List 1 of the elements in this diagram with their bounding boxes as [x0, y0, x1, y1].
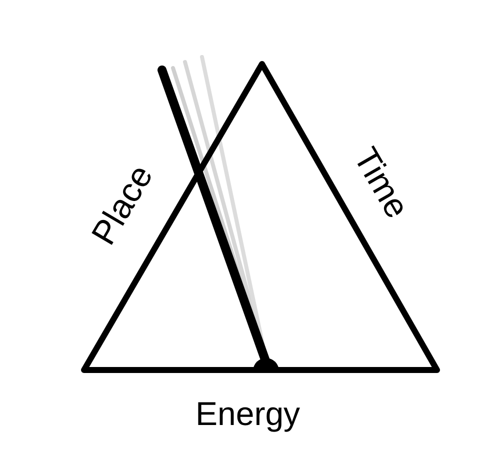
side-label: Energy: [196, 396, 300, 430]
